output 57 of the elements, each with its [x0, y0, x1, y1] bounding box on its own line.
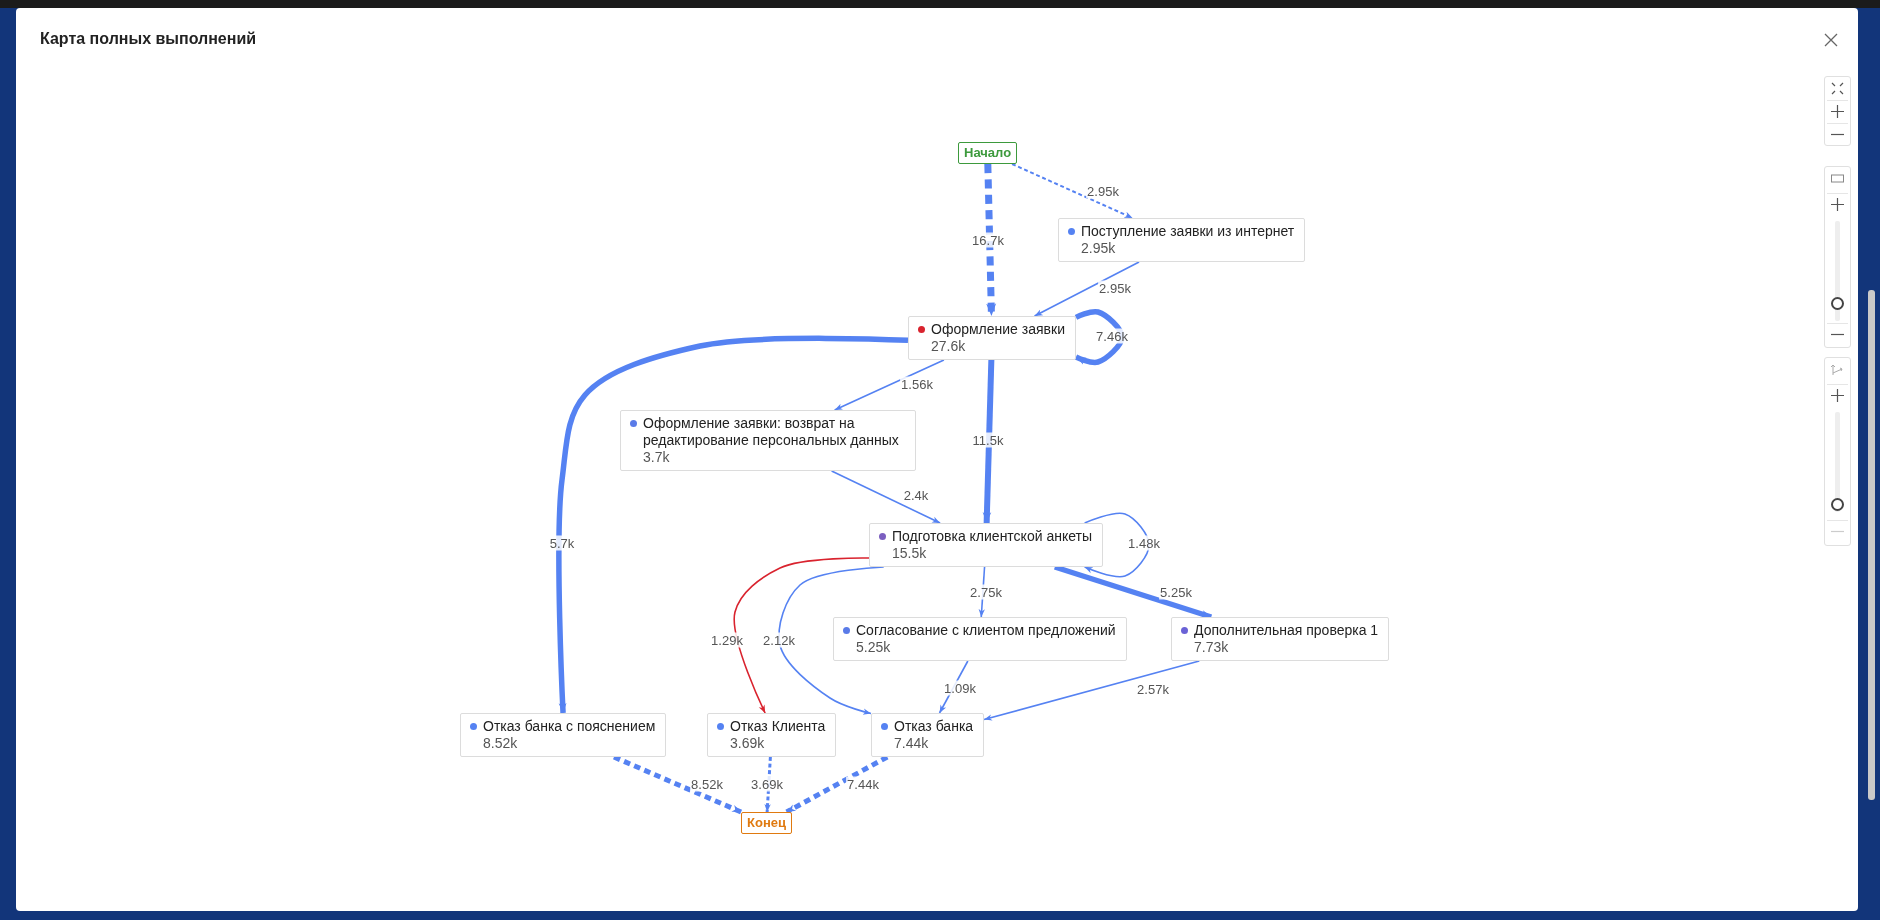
arrow	[830, 470, 941, 524]
activity-name: Дополнительная проверка 1	[1194, 622, 1379, 639]
dialog-title: Карта полных выполнений	[40, 30, 257, 48]
edge-label: 3.69k	[750, 776, 784, 792]
activity-name: Отказ банка	[894, 718, 974, 735]
arrow	[733, 557, 870, 714]
activity-box	[1058, 218, 1306, 262]
edge-label: 5.7k	[548, 535, 576, 551]
edge-label: 11.5k	[971, 432, 1005, 448]
activity-count: 2.95k	[1081, 240, 1117, 257]
node-label: Конец	[747, 815, 786, 831]
activity-name: Оформление заявки	[931, 321, 1065, 338]
activity-box	[833, 617, 1127, 661]
arrow	[1011, 163, 1134, 219]
activity-box	[620, 410, 916, 471]
edge-label: 16.7k	[971, 232, 1005, 248]
end-node	[741, 812, 792, 834]
activity-count: 15.5k	[892, 545, 928, 562]
start-node	[958, 142, 1018, 164]
arrow	[984, 163, 997, 317]
activity-name: Отказ Клиента	[730, 718, 826, 735]
edge-label: 2.12k	[762, 632, 796, 648]
arrow	[833, 359, 945, 411]
activity-box	[908, 316, 1076, 360]
activity-name: Поступление заявки из интернет	[1081, 223, 1295, 240]
activity-count: 8.52k	[483, 735, 519, 752]
edge-label: 2.95k	[1098, 280, 1132, 296]
activity-name: Оформление заявки: возврат на редактирование персональных данных	[643, 415, 900, 449]
edge-label: 1.56k	[900, 376, 934, 392]
arrow	[983, 660, 1201, 721]
activity-name: Отказ банка с пояснением	[483, 718, 656, 735]
edge-label: 7.44k	[846, 776, 880, 792]
node-label: Начало	[964, 145, 1012, 161]
activity-count: 27.6k	[931, 338, 967, 355]
activity-box	[707, 713, 837, 757]
activity-count: 3.69k	[730, 735, 766, 752]
edge-label: 7.46k	[1095, 328, 1129, 344]
self-loop-arrow	[1083, 512, 1150, 578]
edge-label: 1.29k	[710, 632, 744, 648]
arrow	[764, 756, 772, 813]
edge-label: 2.75k	[969, 584, 1003, 600]
arrow	[556, 335, 909, 714]
activity-count: 3.7k	[643, 449, 671, 466]
activity-count: 5.25k	[856, 639, 892, 656]
activity-name: Согласование с клиентом предложений	[856, 622, 1116, 639]
activity-count: 7.73k	[1194, 639, 1230, 656]
activity-name: Подготовка клиентской анкеты	[892, 528, 1092, 545]
edge-label: 1.09k	[943, 680, 977, 696]
activity-count: 7.44k	[894, 735, 930, 752]
activity-box	[869, 523, 1103, 567]
arrow	[1033, 261, 1140, 317]
self-loop-arrow	[1074, 308, 1125, 366]
activity-box	[871, 713, 985, 757]
edge-label: 1.48k	[1127, 535, 1161, 551]
arrow	[982, 359, 995, 524]
activity-box	[1171, 617, 1390, 661]
activity-box	[460, 713, 667, 757]
